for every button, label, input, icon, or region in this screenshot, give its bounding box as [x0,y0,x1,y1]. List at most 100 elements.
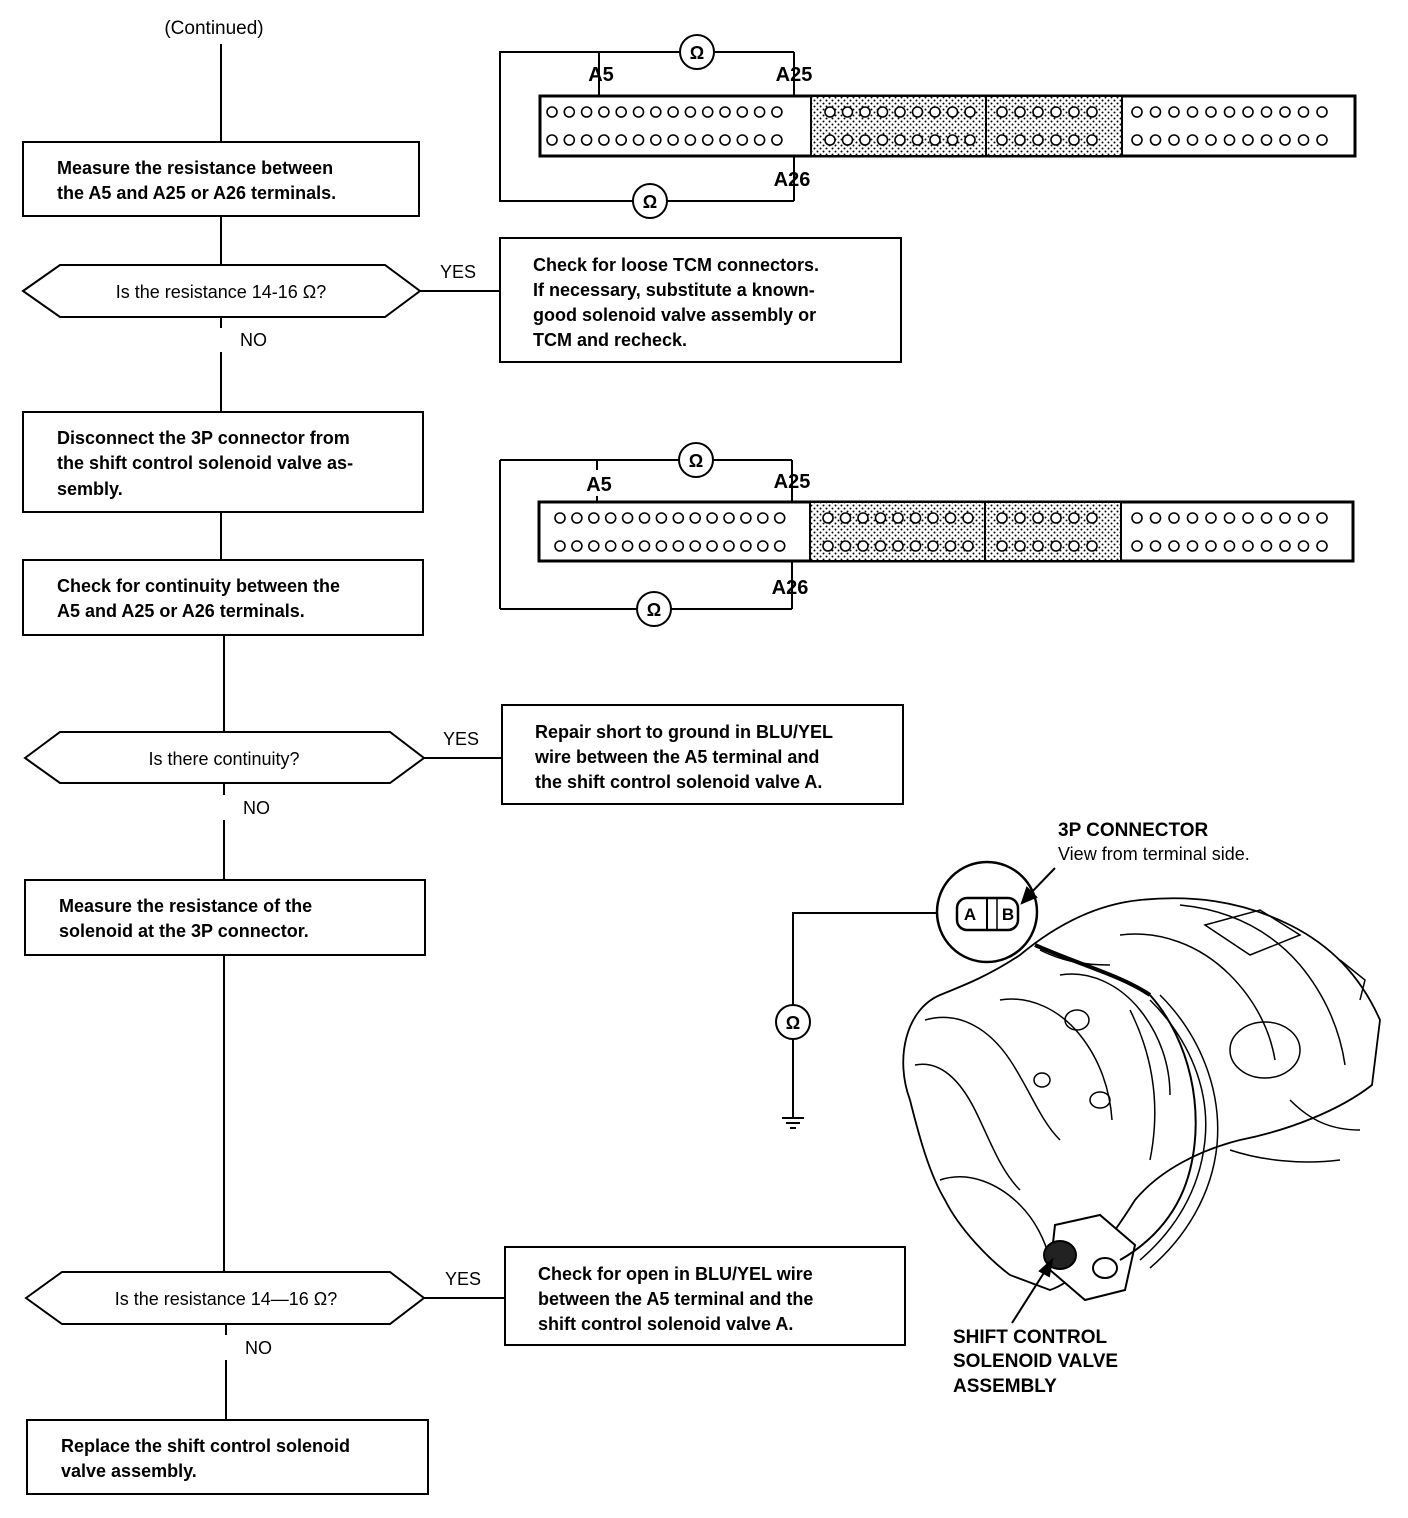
connector-terminal [909,512,922,524]
yes-label: YES [440,262,476,282]
connector-terminal [546,134,558,146]
connector-terminal [1205,106,1217,118]
connector-terminal [1131,512,1143,524]
connector-terminal [1032,106,1044,118]
connector-terminal [684,134,697,146]
connector-terminal [1205,512,1217,524]
svg-text:Disconnect the 3P connector fr: Disconnect the 3P connector from the shi… [57,428,358,499]
connector-terminal [1131,540,1143,552]
connector-terminal [1279,540,1291,552]
decision-resistance-2: Is the resistance 14—16 Ω? [24,1271,426,1325]
result-line: shift control solenoid valve A. [538,1314,793,1334]
connector-terminal [1014,540,1026,552]
connector-terminal [1242,134,1254,146]
connector-terminal [1050,106,1062,118]
terminal-a-label: A [964,905,976,924]
connector-terminal [638,540,651,552]
pin-label-a26: A26 [774,169,811,191]
decision-resistance-1: Is the resistance 14-16 Ω? [21,264,422,318]
step-measure-a5: Measure the resistance between the A5 an… [22,141,420,217]
yes-label: YES [443,729,479,749]
connector-terminal [554,512,566,524]
connector-terminal [1086,540,1098,552]
result-line: Repair short to ground in BLU/YEL [535,722,833,742]
connector-terminal [615,106,628,118]
connector-terminal [632,134,645,146]
result-line: wire between the A5 terminal and [534,747,819,767]
connector-terminal [571,540,583,552]
connector-terminal [894,134,906,146]
step-line: solenoid at the 3P connector. [59,921,309,941]
solenoid-illustration: 3P CONNECTOR View from terminal side. Ω [775,820,1381,1397]
connector-terminal [1297,512,1310,524]
connector-terminal [723,512,735,524]
result-loose-tcm: Check for loose TCM connectors. If neces… [499,237,902,363]
step-line: Check for continuity between the [57,576,340,596]
connector-terminal [857,540,869,552]
connector-terminal [756,512,769,524]
svg-text:Check for loose TCM connectors: Check for loose TCM connectors. If neces… [533,255,824,350]
connector-terminal [1014,134,1026,146]
connector-terminal [719,134,731,146]
connector-terminal [1050,540,1062,552]
pin-label-a25: A25 [776,64,813,86]
connector-terminal [701,106,714,118]
connector-terminal [1205,134,1217,146]
connector-terminal [1279,106,1291,118]
connector-terminal [1186,106,1199,118]
connector-terminal [946,134,959,146]
result-line: the shift control solenoid valve A. [535,772,822,792]
svg-text:Ω: Ω [689,451,703,471]
connector-terminal [753,106,766,118]
connector-terminal [1032,512,1044,524]
connector-terminal [1316,540,1328,552]
connector-terminal [1279,512,1291,524]
connector-terminal [756,540,769,552]
connector-terminal [839,512,852,524]
connector-terminal [857,512,869,524]
connector-terminal [1297,134,1310,146]
no-label: NO [240,330,267,350]
connector-terminal [773,540,786,552]
no-label: NO [243,798,270,818]
connector-terminal [876,134,889,146]
pin-label-a5: A5 [586,474,612,496]
connector-terminal [587,512,600,524]
connector-terminal [929,106,941,118]
connector-terminal [598,106,610,118]
pin-label-a25: A25 [774,471,811,493]
connector-terminal [1086,106,1098,118]
connector-terminal [927,512,939,524]
connector-terminal [822,540,834,552]
connector-terminal [892,540,904,552]
pin-label-a26: A26 [772,577,809,599]
connector-terminal [1014,106,1026,118]
connector-terminal [841,134,854,146]
result-line: Check for open in BLU/YEL wire [538,1264,813,1284]
terminal-b-label: B [1002,905,1014,924]
continued-label: (Continued) [164,18,263,39]
no-label: NO [245,1338,272,1358]
result-line: between the A5 terminal and the [538,1289,813,1309]
connector-terminal [859,134,871,146]
connector-terminal [736,106,749,118]
connector-terminal [701,134,714,146]
tcm-connector-diagram-1: Ω Ω A5 A25 A26 [499,34,1357,219]
step-measure-solenoid: Measure the resistance of the solenoid a… [24,879,426,956]
connector-terminal [964,106,976,118]
connector-terminal [824,106,836,118]
connector-terminal [604,540,617,552]
step-line: sembly. [57,479,123,499]
connector-terminal [638,512,651,524]
connector-terminal [580,134,593,146]
decision-text: Is the resistance 14-16 Ω? [116,282,327,302]
connector-terminal [563,106,576,118]
connector-terminal [736,134,749,146]
yes-label: YES [445,1269,481,1289]
connector-terminal [689,540,702,552]
connector-terminal [962,540,974,552]
result-line: TCM and recheck. [533,330,687,350]
connector-terminal [672,512,685,524]
connector-title: 3P CONNECTOR [1058,820,1209,841]
